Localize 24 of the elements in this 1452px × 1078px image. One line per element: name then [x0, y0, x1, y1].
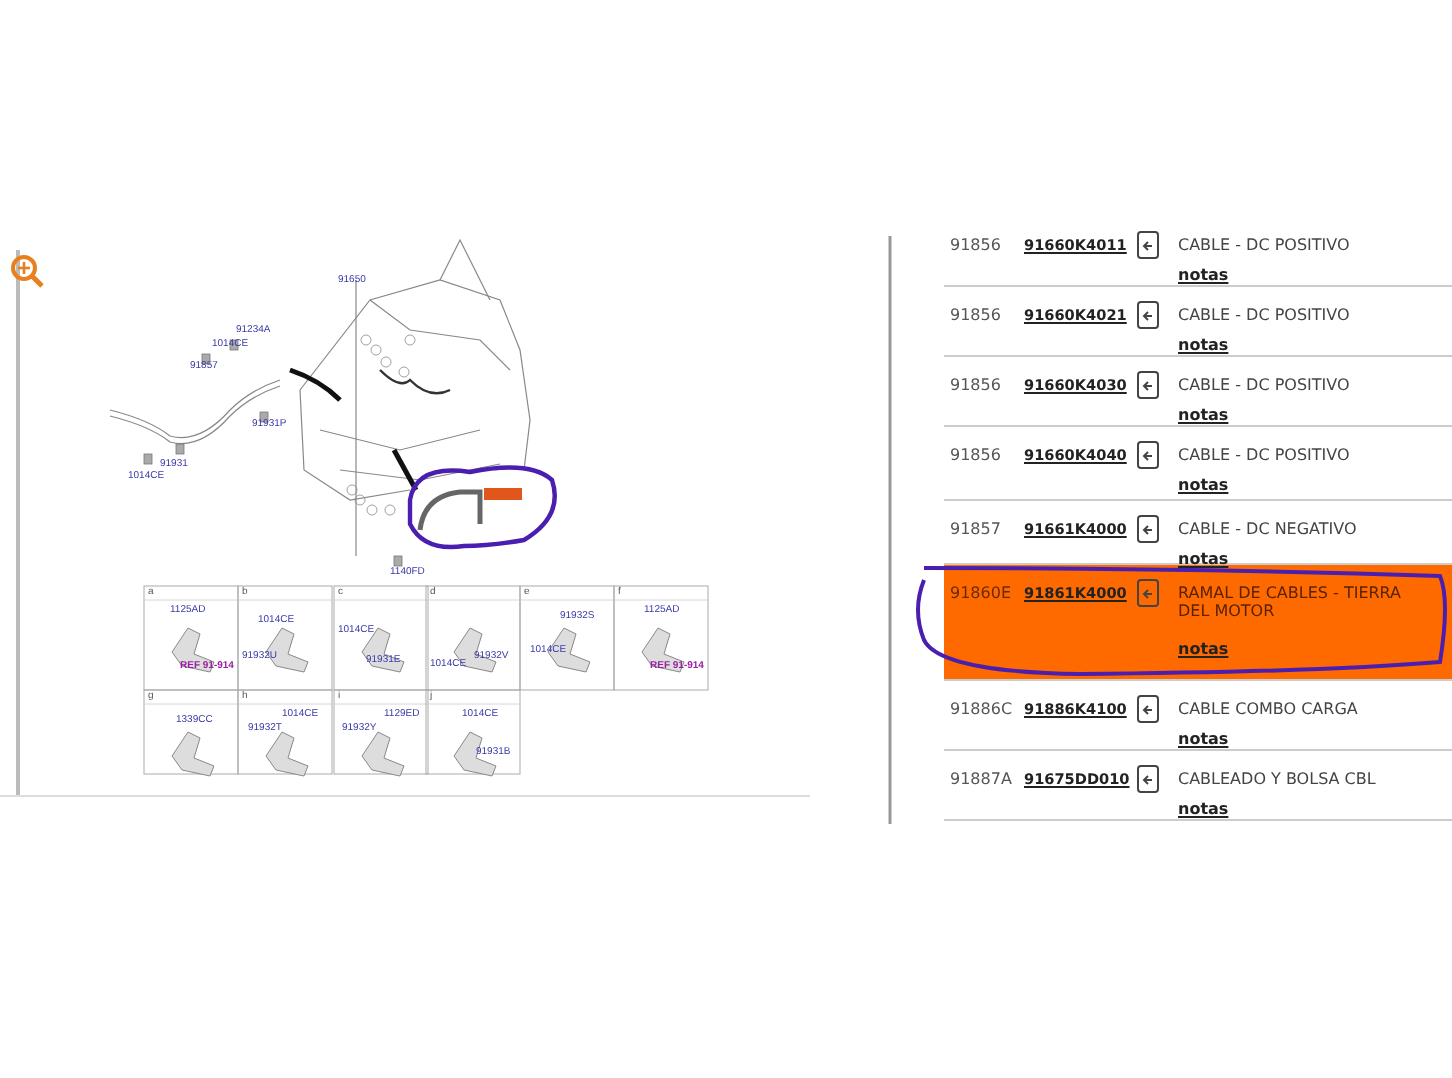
notes-link: notas [1178, 266, 1229, 284]
part-description: CABLEADO Y BOLSA CBL [1178, 770, 1376, 788]
part-code: 91857 [950, 520, 1001, 538]
part-code: 91856 [950, 376, 1001, 394]
notes-link: notas [1178, 640, 1229, 658]
part-description: CABLE COMBO CARGA [1178, 700, 1358, 718]
part-description: CABLE - DC POSITIVO [1178, 446, 1350, 464]
notes-link: notas [1178, 336, 1229, 354]
part-code: 91886C [950, 700, 1013, 718]
part-description: RAMAL DE CABLES - TIERRA DEL MOTOR [1178, 584, 1404, 620]
part-description: CABLE - DC NEGATIVO [1178, 520, 1357, 538]
part-description: CABLE - DC POSITIVO [1178, 306, 1350, 324]
notes-link: notas [1178, 800, 1229, 818]
part-description: CABLE - DC POSITIVO [1178, 236, 1350, 254]
part-code: 91856 [950, 306, 1001, 324]
part-description: CABLE - DC POSITIVO [1178, 376, 1350, 394]
notes-link: notas [1178, 730, 1229, 748]
part-code: 91860E [950, 584, 1012, 602]
part-code: 91856 [950, 236, 1001, 254]
notes-link: notas [1178, 406, 1229, 424]
part-code: 91887A [950, 770, 1012, 788]
notes-link: notas [1178, 550, 1229, 568]
notes-link: notas [1178, 476, 1229, 494]
part-code: 91856 [950, 446, 1001, 464]
